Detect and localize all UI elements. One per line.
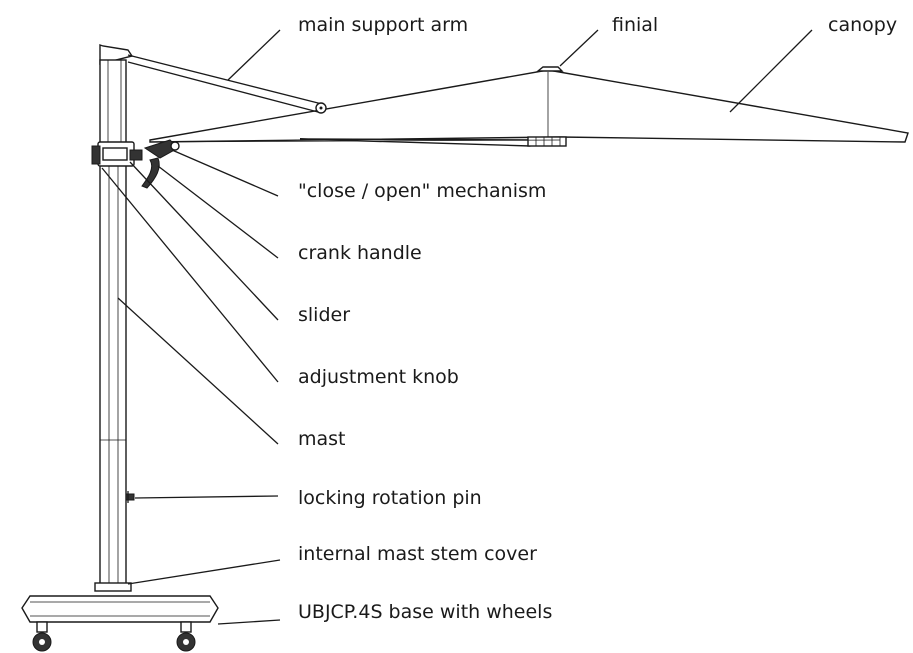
label-crank-handle: crank handle [298, 242, 422, 264]
leader-main-support-arm [227, 29, 281, 81]
leader-lines [101, 29, 813, 625]
locking-pin-drawing [125, 491, 135, 503]
mast-drawing [99, 59, 127, 586]
locking-pin [125, 493, 135, 501]
adjustment-knob [91, 145, 101, 165]
mast-upper [99, 59, 127, 146]
canopy-lower-edge [149, 139, 561, 143]
leader-finial [559, 29, 599, 67]
leader-slider [129, 161, 279, 321]
canopy-shape [149, 69, 909, 143]
slider-window [102, 147, 128, 161]
finial-shape [536, 66, 564, 72]
main-support-arm-drawing [99, 44, 327, 114]
arm-upper-line [127, 54, 323, 105]
finial-drawing [536, 66, 564, 72]
canopy-drawing [149, 69, 909, 147]
base-drawing [21, 582, 219, 652]
base-plate [21, 595, 219, 623]
leader-locking-pin [134, 495, 279, 499]
label-adjustment-knob: adjustment knob [298, 366, 459, 388]
label-close-open-mechanism: "close / open" mechanism [298, 180, 546, 202]
slider-mechanism-drawing [91, 139, 180, 189]
leader-stem-cover [127, 559, 281, 585]
label-base-with-wheels: UBJCP.4S base with wheels [298, 601, 552, 623]
label-canopy: canopy [828, 14, 897, 36]
arm-lower-line [127, 61, 319, 113]
leader-crank-handle [157, 165, 279, 259]
label-locking-rotation-pin: locking rotation pin [298, 487, 482, 509]
slider-clamp [129, 149, 143, 161]
leader-adjustment-knob [101, 167, 279, 383]
arm-end-pin [319, 106, 323, 110]
leader-close-open [171, 149, 279, 197]
labels: main support arm finial canopy "close / … [298, 14, 897, 623]
leader-canopy [729, 29, 813, 113]
label-mast: mast [298, 428, 346, 450]
label-slider: slider [298, 304, 350, 326]
wheel-left-hub [39, 639, 45, 645]
leader-base [217, 619, 281, 625]
mast-lower [99, 164, 127, 586]
internal-mast-stem-cover [94, 582, 132, 592]
label-internal-mast-stem-cover: internal mast stem cover [298, 543, 537, 565]
crank-handle-shape [141, 157, 160, 189]
wheel-right-mount [180, 621, 192, 633]
wheel-left-mount [36, 621, 48, 633]
leader-mast [117, 297, 279, 445]
mechanism-pivot [170, 141, 180, 151]
label-finial: finial [612, 14, 658, 36]
canopy-hub [527, 136, 567, 147]
wheel-right-hub [183, 639, 189, 645]
label-main-support-arm: main support arm [298, 14, 468, 36]
